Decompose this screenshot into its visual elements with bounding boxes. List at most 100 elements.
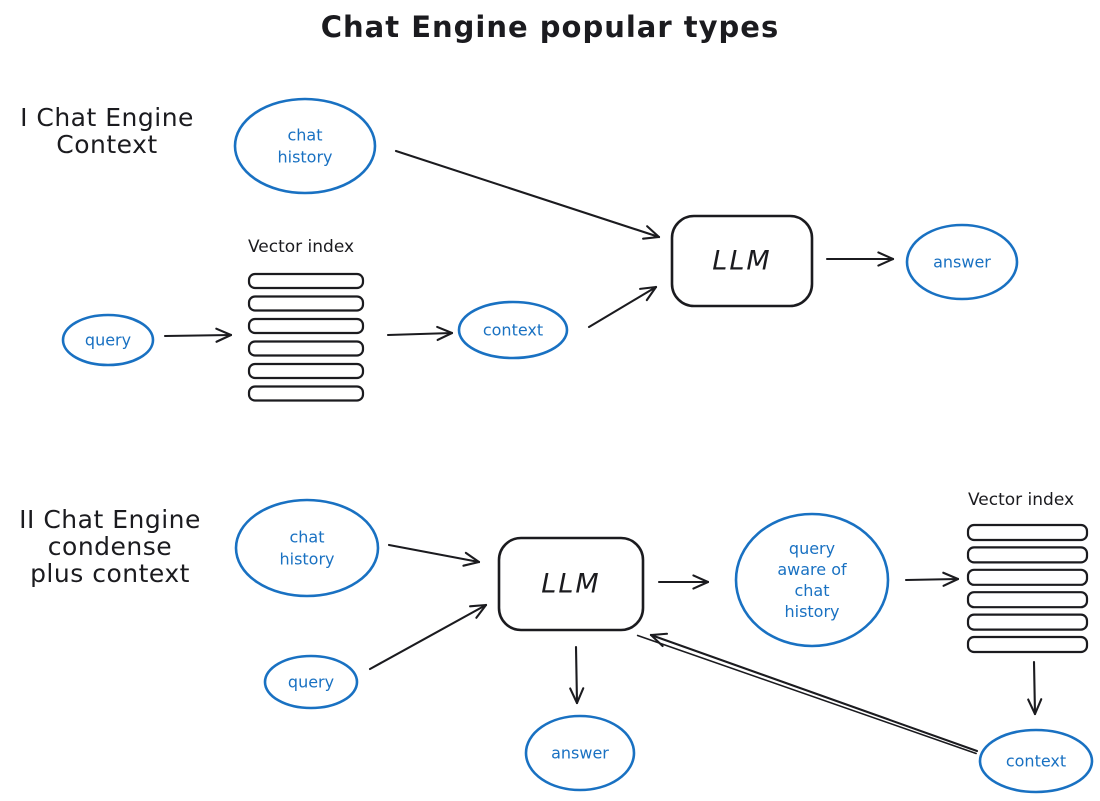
arrow-head — [649, 632, 669, 637]
answer-1-label: answer — [933, 253, 991, 272]
arrow-chat-history-1-to-llm-1 — [394, 149, 661, 240]
arrow-shaft — [394, 149, 661, 239]
arrow-head — [469, 603, 488, 608]
vector-index-1-bar — [247, 340, 365, 357]
arrow-head — [639, 285, 658, 290]
context-1-shape — [457, 300, 569, 360]
arrow-vector-index-1-to-context-1 — [386, 325, 454, 342]
llm-1-node: LLM — [670, 214, 814, 308]
vector-index-1-bar — [247, 385, 365, 402]
arrow-head — [1027, 698, 1037, 716]
answer-2-label: answer — [551, 744, 609, 763]
arrow-head — [646, 225, 661, 239]
vector-index-2-bar — [966, 546, 1089, 564]
llm-2-node: LLM — [497, 536, 645, 632]
arrow-head — [462, 560, 481, 567]
arrow-head — [436, 331, 454, 342]
llm-2-shape — [497, 536, 645, 632]
context-2-label: context — [1006, 752, 1066, 771]
section-2-title-line: condense — [48, 532, 172, 561]
vector-index-1-bar — [247, 317, 365, 335]
arrow-shaft — [386, 331, 454, 337]
chat-history-2-shape — [234, 498, 380, 598]
section-2-title-line: plus context — [30, 559, 190, 588]
vector-index-2-bar — [966, 635, 1089, 654]
arrow-head — [436, 325, 454, 335]
section-1-title-line: Context — [56, 130, 157, 159]
query-1-node: query — [61, 313, 155, 367]
chat-history-1-shape — [233, 97, 377, 195]
arrow-context-1-to-llm-1 — [587, 285, 658, 329]
query-aware-of-chat-history-label: query — [789, 539, 835, 558]
arrow-head — [877, 251, 895, 261]
arrow-vector-index-2-to-context-2 — [1027, 660, 1043, 716]
arrow-shaft — [1032, 660, 1037, 716]
answer-1-node: answer — [905, 223, 1019, 301]
section-1-title-line: I Chat Engine — [20, 103, 194, 132]
query-aware-of-chat-history-shape — [734, 512, 890, 648]
query-2-label: query — [288, 673, 334, 692]
vector-index-1-bar — [247, 295, 365, 312]
arrow-shaft — [387, 543, 481, 564]
vector-index-2-bar — [966, 591, 1089, 609]
arrow-head — [464, 551, 481, 564]
query-1-shape — [61, 313, 155, 367]
arrow-head — [475, 603, 488, 619]
query-aware-of-chat-history-node: query aware of chat history — [734, 512, 890, 648]
vector-index-2-bar — [966, 613, 1089, 631]
answer-2-node: answer — [524, 714, 636, 792]
context-2-node: context — [978, 728, 1094, 794]
query-2-node: query — [263, 654, 359, 710]
arrow-shaft-sketch — [636, 634, 977, 755]
context-1-label: context — [483, 321, 543, 340]
query-aware-of-chat-history-label: history — [784, 602, 839, 621]
arrow-head — [692, 574, 710, 584]
vector-index-1-bar — [247, 272, 365, 290]
arrow-shaft — [904, 577, 960, 582]
arrow-shaft — [649, 633, 979, 753]
arrow-llm-2-to-answer-2 — [569, 645, 585, 705]
chat-history-2-label: history — [279, 550, 334, 569]
query-aware-of-chat-history-label: aware of — [777, 560, 847, 579]
arrow-llm-2-to-query-aware — [657, 574, 710, 590]
arrow-head — [215, 333, 233, 343]
arrow-context-2-to-llm-2 — [636, 632, 979, 755]
context-2-shape — [978, 728, 1094, 794]
arrow-head — [942, 577, 960, 587]
chat-history-1-label: history — [277, 148, 332, 167]
chat-history-2-node: chat history — [234, 498, 380, 598]
chat-history-2-label: chat — [289, 528, 324, 547]
vector-index-1-bar — [247, 362, 365, 380]
answer-2-shape — [524, 714, 636, 792]
arrow-head — [877, 257, 895, 267]
arrow-head — [692, 580, 710, 590]
query-aware-of-chat-history-label: chat — [794, 581, 829, 600]
section-2-title-line: II Chat Engine — [19, 505, 201, 534]
query-1-label: query — [85, 331, 131, 350]
vector-index-2-node: Vector index — [966, 490, 1089, 654]
arrow-shaft — [587, 285, 658, 329]
arrow-head — [215, 327, 233, 337]
arrow-head — [1033, 698, 1043, 716]
vector-index-1-node: Vector index — [247, 237, 365, 402]
arrow-head — [642, 235, 661, 240]
page-title: Chat Engine popular types — [320, 10, 780, 44]
arrow-head — [942, 571, 960, 581]
arrow-llm-1-to-answer-1 — [825, 251, 895, 267]
llm-1-shape — [670, 214, 814, 308]
llm-1-label: LLM — [712, 246, 771, 277]
arrow-query-2-to-llm-2 — [368, 603, 488, 671]
vector-index-2-bar — [966, 523, 1089, 542]
query-2-shape — [263, 654, 359, 710]
arrow-query-aware-to-vector-index-2 — [904, 571, 960, 587]
context-1-node: context — [457, 300, 569, 360]
arrow-head — [575, 687, 585, 705]
vector-index-2-bar — [966, 568, 1089, 586]
vector-index-2-title: Vector index — [968, 490, 1074, 510]
arrow-shaft — [163, 333, 233, 338]
arrow-shaft — [574, 645, 579, 705]
